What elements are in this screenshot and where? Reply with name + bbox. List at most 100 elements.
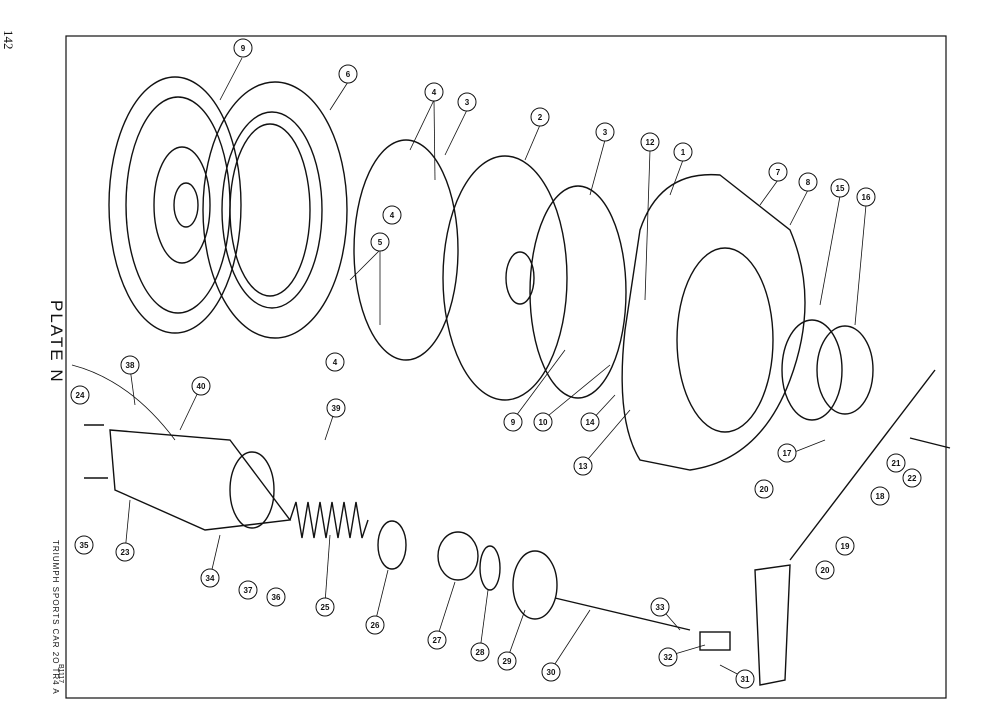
svg-text:12: 12 xyxy=(646,138,655,147)
callout-19: 19 xyxy=(835,536,855,556)
svg-text:34: 34 xyxy=(206,574,215,583)
callout-29: 29 xyxy=(497,651,517,671)
callout-38: 38 xyxy=(120,355,140,375)
callout-11: 9 xyxy=(233,38,253,58)
callout-40: 40 xyxy=(191,376,211,396)
part-diaphragm-spring xyxy=(442,155,568,401)
callout-37: 37 xyxy=(238,580,258,600)
callout-3a: 3 xyxy=(457,92,477,112)
callout-4c: 4 xyxy=(325,352,345,372)
svg-text:27: 27 xyxy=(433,636,442,645)
part-clutch-cover xyxy=(202,81,348,339)
svg-text:9: 9 xyxy=(511,418,516,427)
svg-text:17: 17 xyxy=(783,449,792,458)
svg-text:15: 15 xyxy=(836,184,845,193)
svg-text:13: 13 xyxy=(579,462,588,471)
part-clevis xyxy=(699,631,731,651)
svg-text:5: 5 xyxy=(378,238,383,247)
svg-text:21: 21 xyxy=(892,459,901,468)
part-release-bearing xyxy=(781,319,874,421)
callout-30: 30 xyxy=(541,662,561,682)
plate-frame xyxy=(65,35,947,699)
svg-text:29: 29 xyxy=(503,657,512,666)
callout-15: 15 xyxy=(830,178,850,198)
callout-32: 32 xyxy=(658,647,678,667)
svg-text:19: 19 xyxy=(841,542,850,551)
svg-text:20: 20 xyxy=(760,485,769,494)
svg-text:7: 7 xyxy=(776,168,781,177)
callout-34: 34 xyxy=(200,568,220,588)
callout-6: 6 xyxy=(338,64,358,84)
svg-text:30: 30 xyxy=(547,668,556,677)
svg-text:3: 3 xyxy=(465,98,470,107)
callout-4a: 4 xyxy=(424,82,444,102)
svg-text:33: 33 xyxy=(656,603,665,612)
callout-21: 21 xyxy=(886,453,906,473)
svg-text:39: 39 xyxy=(332,404,341,413)
callout-25: 25 xyxy=(315,597,335,617)
svg-text:20: 20 xyxy=(821,566,830,575)
callout-16: 16 xyxy=(856,187,876,207)
svg-text:10: 10 xyxy=(539,418,548,427)
part-piston-assembly xyxy=(377,520,558,620)
svg-text:25: 25 xyxy=(321,603,330,612)
svg-text:16: 16 xyxy=(862,193,871,202)
callout-14: 14 xyxy=(580,412,600,432)
part-wire-ring xyxy=(529,185,627,399)
callout-22: 22 xyxy=(902,468,922,488)
svg-text:23: 23 xyxy=(121,548,130,557)
callout-20b: 20 xyxy=(815,560,835,580)
svg-text:32: 32 xyxy=(664,653,673,662)
callout-12: 12 xyxy=(640,132,660,152)
callout-9: 9 xyxy=(503,412,523,432)
svg-text:3: 3 xyxy=(603,128,608,137)
svg-text:22: 22 xyxy=(908,474,917,483)
svg-text:18: 18 xyxy=(876,492,885,501)
callout-35: 35 xyxy=(74,535,94,555)
part-cross-shaft xyxy=(754,369,936,686)
svg-text:24: 24 xyxy=(76,391,85,400)
svg-text:40: 40 xyxy=(197,382,206,391)
svg-text:4: 4 xyxy=(333,358,338,367)
svg-text:26: 26 xyxy=(371,621,380,630)
callout-1: 1 xyxy=(673,142,693,162)
svg-text:14: 14 xyxy=(586,418,595,427)
part-bolts xyxy=(84,424,951,479)
callout-31: 31 xyxy=(735,669,755,689)
callout-8: 8 xyxy=(798,172,818,192)
svg-text:2: 2 xyxy=(538,113,543,122)
callout-28: 28 xyxy=(470,642,490,662)
callout-20a: 20 xyxy=(754,479,774,499)
part-bell-housing xyxy=(621,173,806,471)
svg-text:1: 1 xyxy=(681,148,686,157)
svg-text:9: 9 xyxy=(241,44,246,53)
callout-7: 7 xyxy=(768,162,788,182)
callout-27: 27 xyxy=(427,630,447,650)
part-push-rod xyxy=(554,597,691,631)
callout-18: 18 xyxy=(870,486,890,506)
callout-24: 24 xyxy=(70,385,90,405)
svg-text:36: 36 xyxy=(272,593,281,602)
svg-text:8: 8 xyxy=(806,178,811,187)
part-slave-cylinder xyxy=(71,364,292,531)
svg-text:4: 4 xyxy=(390,211,395,220)
callout-17: 17 xyxy=(777,443,797,463)
callout-33: 33 xyxy=(650,597,670,617)
svg-text:38: 38 xyxy=(126,361,135,370)
svg-text:35: 35 xyxy=(80,541,89,550)
callout-13: 13 xyxy=(573,456,593,476)
leader-lines xyxy=(124,57,867,679)
part-pressure-plate xyxy=(353,139,459,361)
callout-3b: 3 xyxy=(595,122,615,142)
part-spring xyxy=(289,501,369,539)
svg-text:31: 31 xyxy=(741,675,750,684)
callout-39: 39 xyxy=(326,398,346,418)
svg-text:28: 28 xyxy=(476,648,485,657)
svg-text:37: 37 xyxy=(244,586,253,595)
callout-4b: 4 xyxy=(382,205,402,225)
callout-23: 23 xyxy=(115,542,135,562)
callout-5: 5 xyxy=(370,232,390,252)
svg-text:4: 4 xyxy=(432,88,437,97)
callout-26: 26 xyxy=(365,615,385,635)
